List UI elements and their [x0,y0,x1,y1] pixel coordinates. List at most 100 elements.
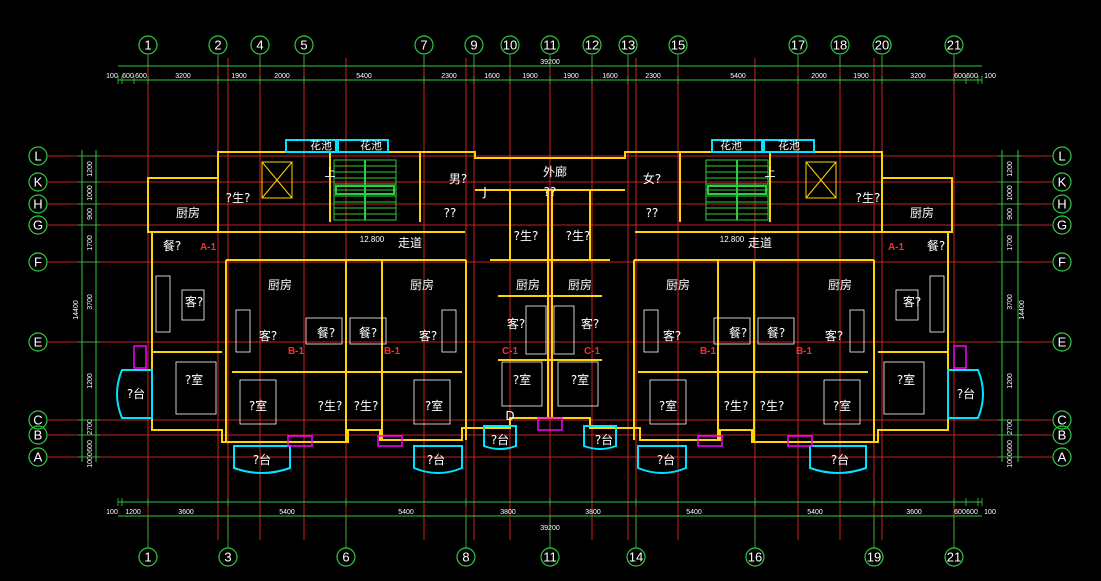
axis-bubble-circle [1052,425,1072,445]
axis-bubble-bottom: 21 [944,547,964,567]
dim-right-total: 14400 [1019,300,1026,320]
axis-bubble-label: L [1058,149,1065,164]
axis-bubble-top: 17 [788,35,808,55]
stairwells [333,159,769,221]
dim-bottom-segment: 5400 [807,509,823,516]
kitchen-label: 厨房 [666,277,690,292]
axis-bubble-circle [1052,146,1072,166]
living-label: 客? [507,316,525,331]
axis-bubble-circle [138,35,158,55]
unit-tag-a1: A-1 [200,242,217,253]
dim-top-segment: 1600 [602,73,618,80]
axis-bubble-circle [745,547,765,567]
kitchen-label: 厨房 [516,277,540,292]
ac-units [133,345,967,447]
dim-top-segment: 5400 [356,73,372,80]
dim-right-segment: 3700 [1007,294,1014,310]
axis-bubble-top: 2 [208,35,228,55]
axis-bubble-top: 13 [618,35,638,55]
dim-top-segment: 1900 [522,73,538,80]
axis-bubble-bottom: 19 [864,547,884,567]
tag-d: D [505,409,514,423]
axis-bubble-label: L [34,149,41,164]
axis-bubble-left: K [28,172,48,192]
axis-bubble-top: 20 [872,35,892,55]
axis-bubble-circle [830,35,850,55]
axis-bubble-top: 12 [582,35,602,55]
axis-bubble-top: 21 [944,35,964,55]
axis-bubble-label: 5 [300,38,307,53]
axis-bubble-circle [28,146,48,166]
dim-left-segment: 2700 [87,419,94,435]
axis-bubble-top: 18 [830,35,850,55]
planter-label: 花池 [778,139,800,152]
dim-top-segment: 1900 [563,73,579,80]
balcony-label: ?台 [657,452,675,467]
unit-tag-b1: B-1 [796,346,813,357]
unit-tag-a1: A-1 [888,242,905,253]
axis-bubble-circle [618,35,638,55]
dim-bottom-segment: 1200 [125,509,141,516]
unit-tag-b1: B-1 [288,346,305,357]
bath-label: ?生? [856,191,881,205]
axis-bubble-circle [582,35,602,55]
axis-bubble-label: G [1057,218,1067,233]
dim-top-segment: 3200 [910,73,926,80]
axis-bubble-bottom: 3 [218,547,238,567]
dim-top-segment: 600 [966,73,978,80]
living-label: 客? [581,316,599,331]
axis-bubble-label: C [1057,413,1066,428]
axis-bubble-left: L [28,146,48,166]
axis-bubble-label: A [1058,450,1067,465]
dim-left-segment: 1700 [87,235,94,251]
dim-bottom-segment: 3800 [585,509,601,516]
unit-tag-c1: C-1 [584,346,601,357]
dim-top-segment: 2300 [441,73,457,80]
axis-bubble-label: 4 [256,38,263,53]
axis-bubble-top: 15 [668,35,688,55]
axis-bubble-label: F [34,255,42,270]
dim-top-segment: 600 [954,73,966,80]
axis-bubble-circle [540,35,560,55]
axis-bubble-circle [28,332,48,352]
dim-top-segment: 3200 [175,73,191,80]
bath-label: ?生? [318,399,343,413]
axis-bubble-label: 1 [144,550,151,565]
living-label: 客? [185,294,203,309]
dim-top-segment: 100 [106,73,118,80]
stair-landing [335,185,395,195]
kitchen-label: 厨房 [910,205,934,220]
axis-bubble-top: 7 [414,35,434,55]
dim-left-segment: 1000 [87,185,94,201]
bedroom-label: ?室 [185,372,203,387]
building-walls [147,151,953,443]
kitchen-label: 厨房 [176,205,200,220]
dim-bottom-segment: 100 [106,509,118,516]
male-toilet-label: 男? [449,172,467,186]
axis-bubble-circle [456,547,476,567]
axis-bubble-left: E [28,332,48,352]
bath-label: ?生? [226,191,251,205]
outer-corridor-label: 外廊 [543,164,567,179]
dining-label: 餐? [729,325,747,340]
axis-bubble-top: 11 [540,35,560,55]
stair-up-label: 上 [765,166,776,179]
axis-bubble-label: E [34,335,43,350]
axis-bubble-circle [1052,332,1072,352]
axis-bubble-label: 6 [342,550,349,565]
stair-landing [707,185,767,195]
dim-bottom-segment: 3600 [178,509,194,516]
axis-bubble-bottom: 16 [745,547,765,567]
bedroom-label: ?室 [659,398,677,413]
dim-top-segment: 1900 [853,73,869,80]
axis-bubble-right: E [1052,332,1072,352]
dim-bottom-segment: 600 [966,509,978,516]
dim-top-segment: 100 [984,73,996,80]
elevation-mark: 12.800 [720,235,745,244]
kitchen-label: 厨房 [268,277,292,292]
axis-bubble-circle [1052,410,1072,430]
dining-label: 餐? [163,238,181,253]
axis-bubble-top: 5 [294,35,314,55]
